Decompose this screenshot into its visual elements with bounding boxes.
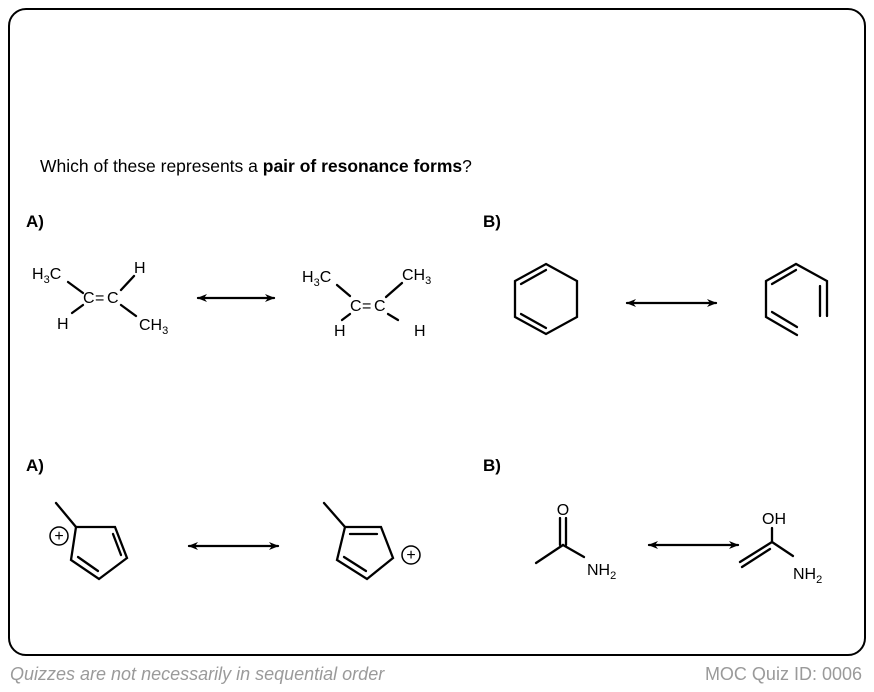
svg-text:+: + (54, 528, 63, 545)
molecule-b2-left: O NH2 (534, 502, 616, 582)
molecule-b1-left (513, 262, 579, 336)
svg-text:C: C (350, 298, 362, 315)
option-label-3[interactable]: A) (26, 456, 44, 475)
footer-note: Quizzes are not necessarily in sequentia… (10, 664, 385, 684)
molecule-a2-right: + (322, 501, 421, 581)
svg-text:H: H (414, 323, 426, 340)
svg-text:H3C: H3C (302, 269, 331, 289)
molecule-b1-right (764, 262, 829, 337)
svg-text:NH2: NH2 (793, 566, 822, 586)
molecule-a1-left: H3C C = C H H CH3 (32, 260, 168, 337)
option-label-4[interactable]: B) (483, 456, 501, 475)
option-label-1[interactable]: A) (26, 212, 44, 231)
svg-text:OH: OH (762, 511, 786, 528)
molecule-b2-right: OH NH2 (738, 511, 822, 586)
svg-text:NH2: NH2 (587, 562, 616, 582)
svg-text:CH3: CH3 (402, 267, 431, 287)
svg-text:CH3: CH3 (139, 317, 168, 337)
quiz-id: MOC Quiz ID: 0006 (704, 664, 862, 684)
svg-text:H: H (57, 316, 69, 333)
svg-text:C: C (83, 290, 95, 307)
question-text: Which of these represents a pair of reso… (40, 156, 472, 176)
svg-text:C: C (107, 290, 119, 307)
molecule-a1-right: H3C C = C CH3 H H (302, 267, 431, 340)
svg-text:C: C (374, 298, 386, 315)
svg-text:H: H (334, 323, 346, 340)
option-label-2[interactable]: B) (483, 212, 501, 231)
svg-text:O: O (557, 502, 569, 519)
svg-text:H: H (134, 260, 146, 277)
svg-text:=: = (362, 298, 371, 315)
svg-text:H3C: H3C (32, 266, 61, 286)
svg-text:+: + (406, 547, 415, 564)
molecule-a2-left: + (49, 501, 129, 581)
svg-text:=: = (95, 290, 104, 307)
quiz-card (8, 8, 866, 656)
